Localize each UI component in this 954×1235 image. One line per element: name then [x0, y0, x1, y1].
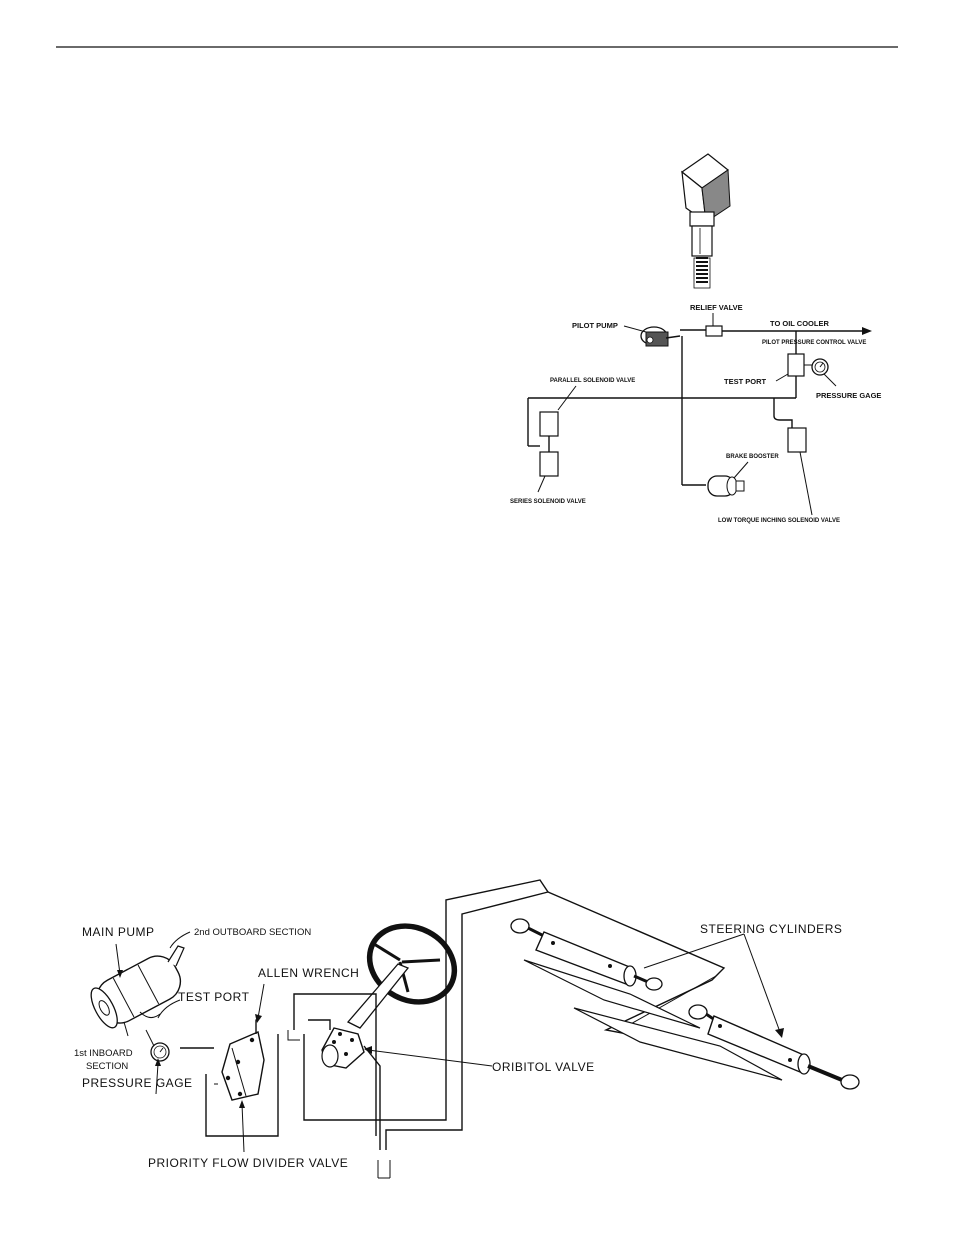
- label-relief-valve: RELIEF VALVE: [690, 303, 743, 312]
- test-gauge-tool: [680, 153, 731, 289]
- pilot-pump: [640, 326, 681, 347]
- low-torque-inching-solenoid-valve: [787, 427, 807, 453]
- label-1st-inboard-line2: SECTION: [86, 1061, 128, 1072]
- label-parallel-solenoid-valve: PARALLEL SOLENOID VALVE: [550, 378, 635, 384]
- relief-valve: [705, 325, 723, 337]
- label-test-port-bottom: TEST PORT: [178, 990, 250, 1004]
- pilot-hydraulic-diagram: RELIEF VALVE PILOT PUMP TO OIL COOLER PI…: [510, 153, 881, 524]
- pressure-gage-bottom-icon: [145, 1029, 214, 1062]
- brake-booster: [707, 475, 745, 497]
- pilot-pressure-control-valve: [787, 353, 805, 377]
- main-pump: [90, 945, 185, 1029]
- label-pressure-gage-bottom: PRESSURE GAGE: [82, 1076, 193, 1090]
- label-to-oil-cooler: TO OIL COOLER: [770, 319, 829, 328]
- leader-lines-bottom: [115, 931, 784, 1153]
- label-pilot-pump: PILOT PUMP: [572, 321, 618, 330]
- label-pilot-pressure-control-valve: PILOT PRESSURE CONTROL VALVE: [762, 340, 866, 346]
- label-1st-inboard-line1: 1st INBOARD: [74, 1048, 133, 1059]
- label-series-solenoid-valve: SERIES SOLENOID VALVE: [510, 499, 586, 505]
- label-brake-booster: BRAKE BOOSTER: [726, 454, 779, 460]
- steering-cylinder-1: [510, 918, 701, 1029]
- label-low-torque-inching-solenoid-valve: LOW TORQUE INCHING SOLENOID VALVE: [718, 518, 840, 524]
- oribitol-valve: [321, 1027, 365, 1069]
- label-main-pump: MAIN PUMP: [82, 925, 155, 939]
- priority-flow-divider-valve: [221, 1017, 265, 1101]
- label-steering-cylinders: STEERING CYLINDERS: [700, 922, 842, 936]
- series-solenoid-valve: [539, 451, 559, 477]
- label-test-port-top: TEST PORT: [724, 377, 767, 386]
- steering-hydraulic-diagram: MAIN PUMP 2nd OUTBOARD SECTION STEERING …: [74, 879, 860, 1179]
- leader-lines-top: [537, 313, 813, 516]
- steering-wheel: [346, 923, 458, 1029]
- parallel-solenoid-valve: [539, 411, 559, 437]
- steering-cylinder-2: [573, 1004, 860, 1090]
- label-allen-wrench: ALLEN WRENCH: [258, 966, 359, 980]
- pilot-lines: [527, 325, 872, 486]
- label-pressure-gage-top: PRESSURE GAGE: [816, 391, 881, 400]
- label-oribitol-valve: ORIBITOL VALVE: [492, 1060, 595, 1074]
- pressure-gage-icon: [804, 358, 837, 387]
- label-2nd-outboard-section: 2nd OUTBOARD SECTION: [194, 927, 311, 938]
- label-priority-flow-divider-valve: PRIORITY FLOW DIVIDER VALVE: [148, 1156, 348, 1170]
